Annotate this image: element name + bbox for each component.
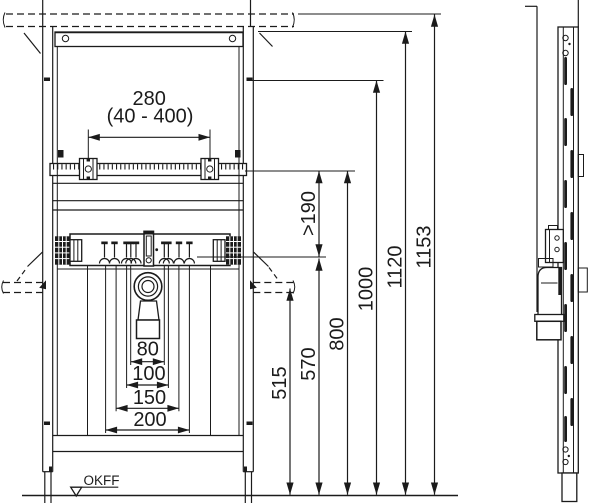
console-outline-right bbox=[250, 251, 296, 294]
floor: OKFF bbox=[22, 473, 458, 498]
rail-slider-right bbox=[200, 157, 220, 181]
dim-1120-label: 1120 bbox=[385, 245, 407, 288]
screw-icon bbox=[228, 34, 237, 43]
drain-socket bbox=[135, 319, 161, 340]
fixing-hole bbox=[562, 458, 569, 466]
wall-hatch-left bbox=[23, 32, 41, 54]
dim-150-label: 150 bbox=[133, 387, 166, 409]
dim-1153: 1153 bbox=[414, 14, 439, 495]
upright-mark bbox=[44, 421, 50, 425]
dim-1000-label: 1000 bbox=[356, 267, 378, 312]
fixing-hole bbox=[562, 49, 569, 57]
drain-neck bbox=[137, 300, 160, 321]
dim-200-label: 200 bbox=[133, 409, 166, 431]
connection-extension-lines bbox=[87, 265, 211, 436]
front-view: 280 (40 - 400) bbox=[1, 0, 458, 503]
foot-bolt-right bbox=[244, 466, 247, 472]
center-channel bbox=[143, 230, 155, 267]
foot-bolt-left bbox=[49, 466, 52, 472]
break-line-right bbox=[292, 12, 295, 28]
dim-570: 570 bbox=[298, 258, 323, 495]
rail-end-tab bbox=[577, 154, 584, 177]
dim-stud-spacing: 280 (40 - 400) bbox=[87, 88, 211, 162]
supply-connection-pins bbox=[98, 240, 195, 265]
rail-bolt-right bbox=[235, 150, 241, 158]
dim-clearance-190: >190 bbox=[298, 171, 323, 257]
intermediate-traverses bbox=[52, 182, 244, 211]
side-drain-socket bbox=[536, 320, 562, 341]
wall-section-top bbox=[2, 12, 295, 54]
profile-foot bbox=[561, 472, 578, 503]
wall-hatch-right bbox=[259, 32, 273, 47]
supply-crossbar bbox=[55, 230, 241, 270]
profile-slots bbox=[564, 57, 574, 442]
datum-triangle-icon bbox=[69, 486, 83, 498]
dim-1120: 1120 bbox=[385, 31, 410, 495]
dim-100-label: 100 bbox=[132, 363, 165, 385]
drain-clamp-tab bbox=[577, 267, 588, 293]
dim-280-range-label: (40 - 400) bbox=[107, 106, 194, 128]
bottom-traverse bbox=[52, 434, 244, 453]
dim-570-label: 570 bbox=[298, 347, 320, 380]
upright-mark bbox=[246, 421, 253, 425]
rail-slider-left bbox=[78, 157, 98, 181]
screw-icon bbox=[61, 34, 70, 43]
dim-800: 800 bbox=[327, 171, 352, 495]
dim-1000: 1000 bbox=[356, 80, 381, 495]
rail-bolt-left bbox=[58, 150, 64, 158]
upright-mark bbox=[44, 77, 50, 81]
console-outline-left bbox=[1, 251, 46, 294]
height-dimensions: 515 570 >190 800 1000 1120 bbox=[197, 13, 441, 495]
side-drain-bend bbox=[534, 266, 565, 341]
drain-flange-outer bbox=[133, 271, 163, 302]
dim-connection-spacings: 80 100 150 200 bbox=[105, 339, 190, 434]
top-wall-bracket bbox=[54, 31, 244, 48]
upright-mark bbox=[246, 77, 253, 81]
break-line-left bbox=[2, 12, 6, 28]
dim-515-label: 515 bbox=[269, 366, 291, 399]
side-view bbox=[525, 0, 588, 503]
fixing-hole bbox=[562, 34, 569, 42]
dim-280-label: 280 bbox=[133, 88, 166, 110]
drain-collar bbox=[534, 313, 565, 322]
dim-800-label: 800 bbox=[327, 317, 349, 350]
frame-feet bbox=[44, 471, 253, 503]
fixing-hole bbox=[562, 446, 569, 453]
crossbar-end-block-left bbox=[55, 236, 83, 265]
dim-1153-label: 1153 bbox=[414, 225, 436, 268]
dim-clearance-label: >190 bbox=[298, 191, 320, 236]
floor-level-label: OKFF bbox=[84, 473, 120, 488]
crossbar-end-block-right bbox=[212, 236, 241, 265]
drain-assembly bbox=[133, 271, 163, 340]
side-crossbar-bracket bbox=[538, 225, 564, 268]
dim-515: 515 bbox=[269, 288, 294, 495]
mounting-rail bbox=[49, 157, 248, 181]
dim-80-label: 80 bbox=[137, 339, 159, 361]
